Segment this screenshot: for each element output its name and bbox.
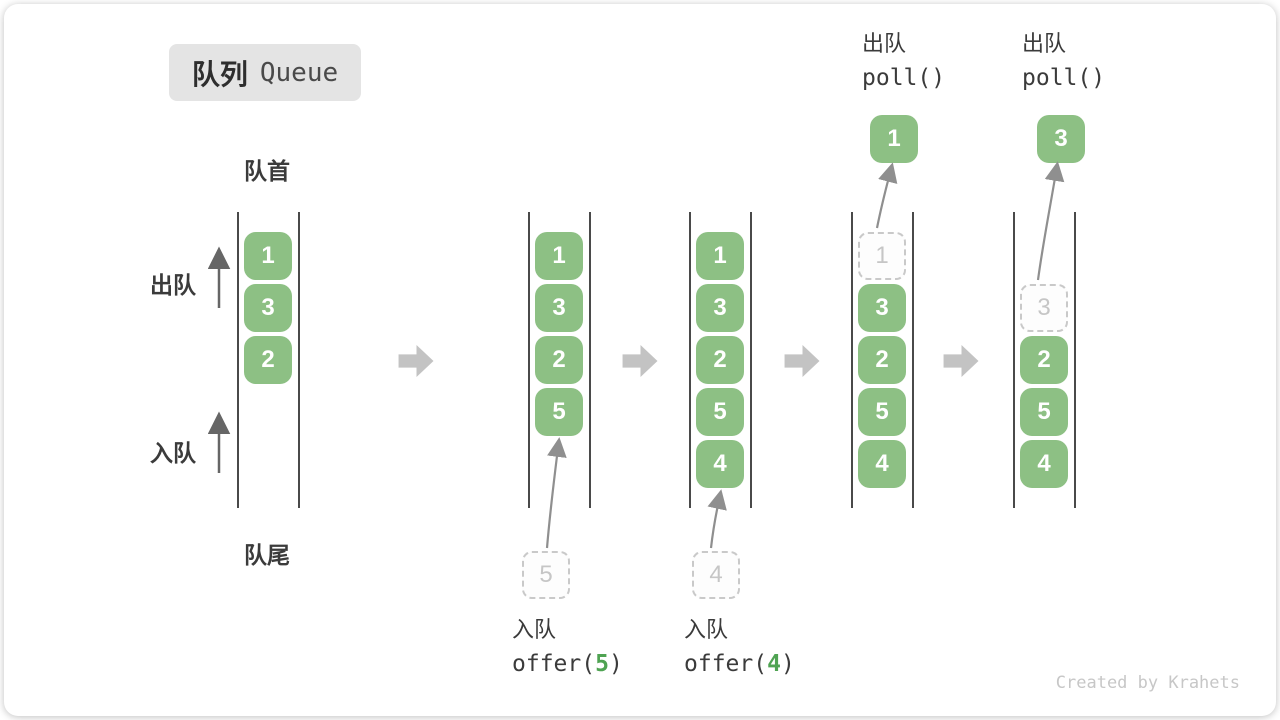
op-poll2-action: 出队 [1022, 31, 1067, 56]
queue1-cell: 2 [244, 336, 292, 384]
queue5-cell: 4 [1020, 440, 1068, 488]
queue2-cell: 2 [535, 336, 583, 384]
label-dequeue: 出队 [150, 272, 196, 298]
polled-value-box: 3 [1037, 115, 1085, 163]
label-enqueue: 入队 [150, 440, 196, 466]
op-poll1-code: poll() [862, 65, 946, 91]
queue2-left-wall [528, 212, 530, 508]
queue5-left-wall [1013, 212, 1015, 508]
queue3-left-wall [689, 212, 691, 508]
queue4-cell: 2 [858, 336, 906, 384]
op-enqueue4-code: offer(4) [684, 651, 795, 677]
diagram-card [4, 4, 1276, 716]
queue4-cell: 3 [858, 284, 906, 332]
queue3-cell: 1 [696, 232, 744, 280]
op-poll1: 出队 poll() [862, 26, 945, 96]
op-poll2-code: poll() [1022, 65, 1106, 91]
queue2-cell: 5 [535, 388, 583, 436]
queue3-right-wall [750, 212, 752, 508]
queue4-left-wall [851, 212, 853, 508]
op-enqueue5-code: offer(5) [512, 651, 623, 677]
polled-value-box: 1 [870, 115, 918, 163]
op-poll1-action: 出队 [862, 31, 907, 56]
queue3-cell: 5 [696, 388, 744, 436]
title-zh: 队列 [191, 58, 248, 90]
queue4-cell: 5 [858, 388, 906, 436]
queue3-cell: 4 [696, 440, 744, 488]
title-en: Queue [259, 57, 339, 88]
op-poll2: 出队 poll() [1022, 26, 1105, 96]
pending-value-box: 5 [522, 551, 570, 599]
credit-text: Created by Krahets [1055, 673, 1240, 693]
queue1-right-wall [298, 212, 300, 508]
op-enqueue4: 入队 offer(4) [684, 612, 795, 682]
queue2-cell: 3 [535, 284, 583, 332]
queue4-cell: 4 [858, 440, 906, 488]
queue5-right-wall [1074, 212, 1076, 508]
queue3-cell: 2 [696, 336, 744, 384]
queue1-cell: 1 [244, 232, 292, 280]
op-enqueue5-action: 入队 [512, 617, 557, 642]
queue3-cell: 3 [696, 284, 744, 332]
queue5-cell-removed: 3 [1020, 284, 1068, 332]
queue4-cell-removed: 1 [858, 232, 906, 280]
queue4-right-wall [912, 212, 914, 508]
queue5-cell: 2 [1020, 336, 1068, 384]
queue5-cell: 5 [1020, 388, 1068, 436]
queue1-cell: 3 [244, 284, 292, 332]
pending-value-box: 4 [692, 551, 740, 599]
label-queue-rear: 队尾 [244, 542, 290, 568]
queue2-right-wall [589, 212, 591, 508]
op-enqueue5: 入队 offer(5) [512, 612, 623, 682]
queue2-cell: 1 [535, 232, 583, 280]
op-enqueue4-action: 入队 [684, 617, 729, 642]
queue1-left-wall [237, 212, 239, 508]
title-badge: 队列 Queue [169, 44, 361, 101]
label-queue-front: 队首 [244, 158, 290, 184]
